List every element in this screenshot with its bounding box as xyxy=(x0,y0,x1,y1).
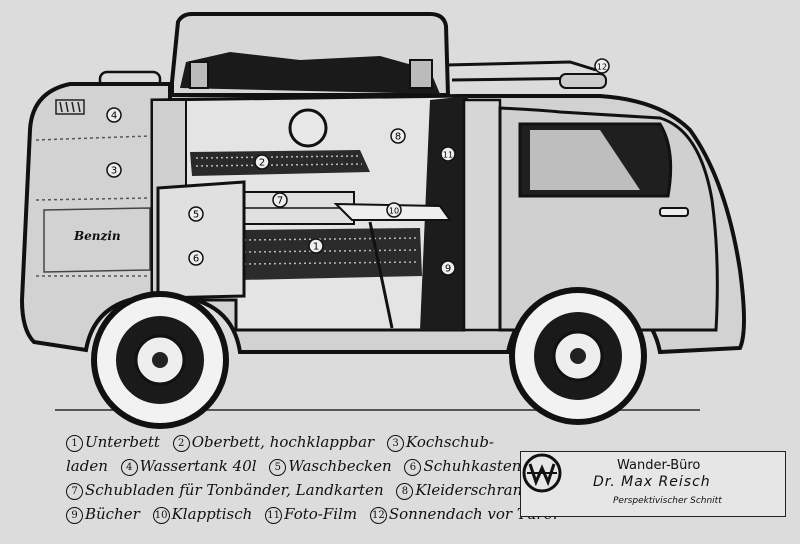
legend-number: 5 xyxy=(269,459,287,476)
callout-11: 11 xyxy=(440,146,456,162)
legend-text: laden xyxy=(66,457,108,475)
porthole xyxy=(288,108,328,148)
svg-text:2: 2 xyxy=(259,158,265,169)
sunroof-roll xyxy=(559,73,607,89)
svg-text:7: 7 xyxy=(277,196,283,207)
svg-text:3: 3 xyxy=(111,166,117,177)
callout-3: 3 xyxy=(106,162,122,178)
legend-number: 4 xyxy=(120,459,138,476)
legend-number: 10 xyxy=(152,507,170,524)
svg-text:1: 1 xyxy=(313,242,319,253)
callout-7: 7 xyxy=(272,192,288,208)
legend-text: Kleiderschrank xyxy=(415,481,532,499)
front-wheel xyxy=(509,287,647,425)
tent-window-left xyxy=(189,61,209,89)
legend-number: 9 xyxy=(66,507,83,524)
table-leg xyxy=(368,221,394,329)
legend-number: 7 xyxy=(66,483,83,500)
caption-title: Wander-Büro xyxy=(617,458,701,473)
callout-10: 10 xyxy=(386,202,402,218)
legend-number: 3 xyxy=(387,435,405,452)
callout-8: 8 xyxy=(390,128,406,144)
legend-text: Waschbecken xyxy=(288,457,392,475)
legend-number: 1 xyxy=(66,435,83,452)
svg-text:10: 10 xyxy=(389,207,399,216)
fuel-tank-outline xyxy=(43,207,151,273)
legend-text: Wassertank 40l xyxy=(139,457,257,475)
callout-4: 4 xyxy=(106,107,122,123)
legend-number: 6 xyxy=(404,459,422,476)
callout-5: 5 xyxy=(188,206,204,222)
svg-text:9: 9 xyxy=(445,264,451,275)
callout-6: 6 xyxy=(188,250,204,266)
legend-text: Unterbett xyxy=(85,433,160,451)
legend-text: Schuhkasten xyxy=(423,457,522,475)
callout-2: 2 xyxy=(254,154,270,170)
roof-tent-interior xyxy=(180,52,440,94)
lower-bed xyxy=(240,228,422,280)
fuel-tank-label: Benzin xyxy=(74,229,121,243)
upper-bed xyxy=(190,150,370,176)
caption-name: Dr. Max Reisch xyxy=(593,474,711,490)
rear-wheel xyxy=(91,291,229,429)
callout-12: 12 xyxy=(594,58,610,74)
callout-9: 9 xyxy=(440,260,456,276)
legend-text: Foto-Film xyxy=(284,505,358,523)
legend-text: Kochschub- xyxy=(406,433,495,451)
door-handle xyxy=(659,207,689,217)
legend-text: Schubladen für Tonbänder, Landkarten xyxy=(85,481,384,499)
svg-text:11: 11 xyxy=(443,151,453,160)
svg-text:5: 5 xyxy=(193,210,199,221)
legend-number: 12 xyxy=(369,507,387,524)
svg-text:6: 6 xyxy=(193,254,199,265)
legend-number: 11 xyxy=(265,507,283,524)
tent-window xyxy=(409,59,433,89)
caption-box: Wander-Büro Dr. Max Reisch Perspektivisc… xyxy=(520,451,786,517)
svg-text:8: 8 xyxy=(395,132,401,143)
wash-basin-cabinet xyxy=(156,180,246,300)
legend-text: Oberbett, hochklappbar xyxy=(191,433,375,451)
caption-subtitle: Perspektivischer Schnitt xyxy=(613,496,722,506)
legend-text: Bücher xyxy=(85,505,140,523)
vent-grille xyxy=(55,99,85,115)
svg-text:4: 4 xyxy=(111,111,117,122)
callout-1: 1 xyxy=(308,238,324,254)
svg-text:12: 12 xyxy=(597,63,607,72)
legend-text: Sonnendach vor Türe. xyxy=(388,505,558,523)
legend-number: 2 xyxy=(172,435,190,452)
wander-buero-logo xyxy=(522,453,562,493)
legend-text: Klapptisch xyxy=(171,505,253,523)
roof-rack xyxy=(445,60,597,72)
legend-number: 8 xyxy=(396,483,414,500)
